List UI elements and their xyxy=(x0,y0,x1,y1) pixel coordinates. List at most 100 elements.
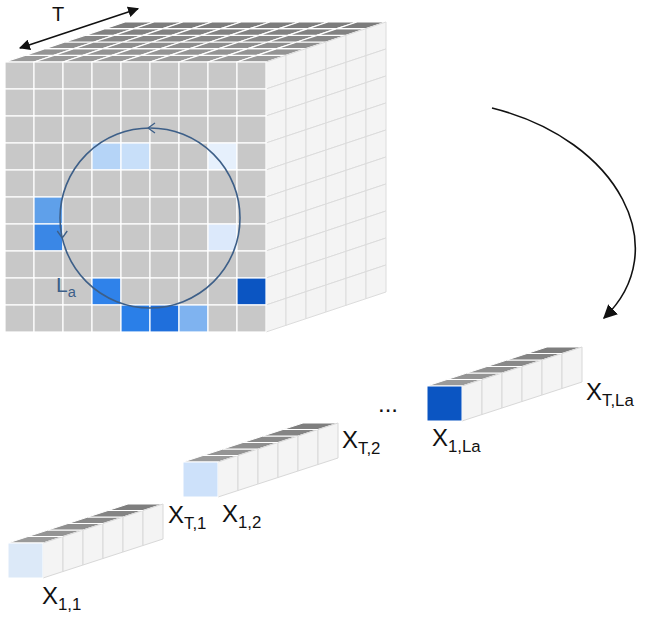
highlighted-cell xyxy=(179,305,208,332)
bar-side-cell xyxy=(258,443,278,485)
cube-front-cell xyxy=(237,89,266,116)
cube-side-cell xyxy=(326,278,346,312)
cube-front-cell xyxy=(5,89,34,116)
bar-side-cell xyxy=(298,430,318,472)
cube-front-cell xyxy=(179,224,208,251)
cube-front-cell xyxy=(63,224,92,251)
ellipsis: ... xyxy=(378,392,398,416)
cube-front-cell xyxy=(5,224,34,251)
data-cube xyxy=(5,22,386,332)
cube-front-cell xyxy=(237,224,266,251)
bar-front-cell xyxy=(427,386,462,421)
bar-side-cell xyxy=(83,524,103,566)
series-label: XT,1 xyxy=(168,503,206,527)
cube-front-cell xyxy=(92,170,121,197)
highlighted-cell xyxy=(121,143,150,170)
cube-front-cell xyxy=(179,170,208,197)
cube-front-cell xyxy=(237,143,266,170)
bar-side-cell xyxy=(462,380,482,422)
cube-side-cell xyxy=(306,285,326,319)
cube-front-cell xyxy=(63,305,92,332)
bar-front-cell xyxy=(8,543,43,578)
cube-front-cell xyxy=(179,251,208,278)
cube-front-cell xyxy=(150,197,179,224)
bar-side-cell xyxy=(238,449,258,491)
cube-front-cell xyxy=(150,62,179,89)
cube-front-cell xyxy=(208,116,237,143)
cube-side-cell xyxy=(286,292,306,326)
highlighted-cell xyxy=(237,278,266,305)
bar-side-cell xyxy=(143,504,163,546)
cube-front-cell xyxy=(63,62,92,89)
series-label: XT,2 xyxy=(342,428,380,452)
cube-front-cell xyxy=(237,305,266,332)
cube-side-cell xyxy=(366,265,386,299)
bar-side-cell xyxy=(542,354,562,396)
cube-front-cell xyxy=(150,224,179,251)
highlighted-cell xyxy=(34,224,63,251)
cube-front-cell xyxy=(92,62,121,89)
cube-front-cell xyxy=(150,251,179,278)
highlighted-cell xyxy=(121,305,150,332)
bar-side-cell xyxy=(218,456,238,498)
loop-label: La xyxy=(56,274,76,295)
cube-front-cell xyxy=(34,170,63,197)
cube-front-cell xyxy=(150,143,179,170)
highlighted-cell xyxy=(92,143,121,170)
direction-chevron xyxy=(148,123,155,133)
bar-side-cell xyxy=(63,530,83,572)
cube-front-cell xyxy=(150,278,179,305)
cube-front-cell xyxy=(121,197,150,224)
cube-side-cell xyxy=(266,298,286,332)
cube-front-cell xyxy=(92,224,121,251)
bar-side-cell xyxy=(123,511,143,553)
bar-side-cell xyxy=(562,347,582,389)
highlighted-cell xyxy=(150,305,179,332)
bar-side-cell xyxy=(482,373,502,415)
cube-front-cell xyxy=(150,170,179,197)
cube-front-cell xyxy=(34,116,63,143)
bar-front-cell xyxy=(183,462,218,497)
cube-front-cell xyxy=(179,197,208,224)
cube-front-cell xyxy=(179,143,208,170)
bar-side-cell xyxy=(43,537,63,579)
series-label: X1,1 xyxy=(42,584,81,608)
time-series-bar xyxy=(8,504,163,578)
cube-front-cell xyxy=(34,305,63,332)
cube-front-cell xyxy=(208,89,237,116)
cube-front-cell xyxy=(208,62,237,89)
cube-front-cell xyxy=(92,89,121,116)
bar-side-cell xyxy=(103,517,123,559)
cube-front-cell xyxy=(92,305,121,332)
cube-front-cell xyxy=(237,116,266,143)
series-label: X1,2 xyxy=(222,502,261,526)
series-label: X1,La xyxy=(432,426,481,450)
cube-side-cell xyxy=(346,272,366,306)
cube-front-cell xyxy=(63,116,92,143)
highlighted-cell xyxy=(208,224,237,251)
cube-front-cell xyxy=(237,197,266,224)
bar-side-cell xyxy=(318,423,338,465)
cube-front-cell xyxy=(121,278,150,305)
loop-circle xyxy=(60,128,240,308)
cube-front-cell xyxy=(5,62,34,89)
cube-front-cell xyxy=(121,251,150,278)
cube-front-cell xyxy=(179,62,208,89)
cube-front-cell xyxy=(63,197,92,224)
cube-front-cell xyxy=(34,89,63,116)
cube-front-cell xyxy=(5,251,34,278)
cube-front-cell xyxy=(63,89,92,116)
direction-chevron xyxy=(57,231,67,238)
cube-front-cell xyxy=(208,305,237,332)
depth-arrow xyxy=(20,9,138,48)
cube-front-cell xyxy=(5,170,34,197)
cube-front-cell xyxy=(237,62,266,89)
cube-front-cell xyxy=(121,62,150,89)
time-series-bar xyxy=(183,423,338,497)
series-label: XT,La xyxy=(586,380,634,404)
bar-side-cell xyxy=(522,360,542,402)
cube-front-cell xyxy=(5,143,34,170)
cube-front-cell xyxy=(179,89,208,116)
highlighted-cell xyxy=(34,197,63,224)
